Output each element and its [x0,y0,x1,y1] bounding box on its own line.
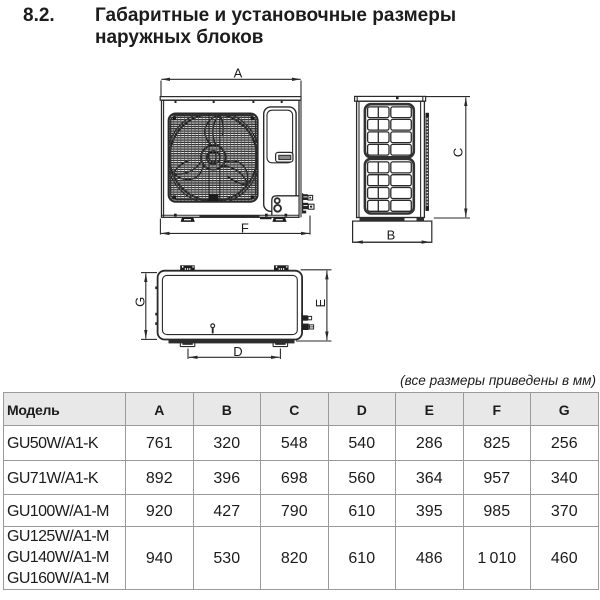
svg-text:F: F [241,221,249,236]
svg-text:E: E [313,299,328,308]
svg-text:C: C [451,148,466,157]
svg-text:B: B [387,227,396,242]
svg-text:G: G [133,297,148,307]
svg-text:A: A [234,66,243,81]
svg-text:D: D [233,344,242,359]
